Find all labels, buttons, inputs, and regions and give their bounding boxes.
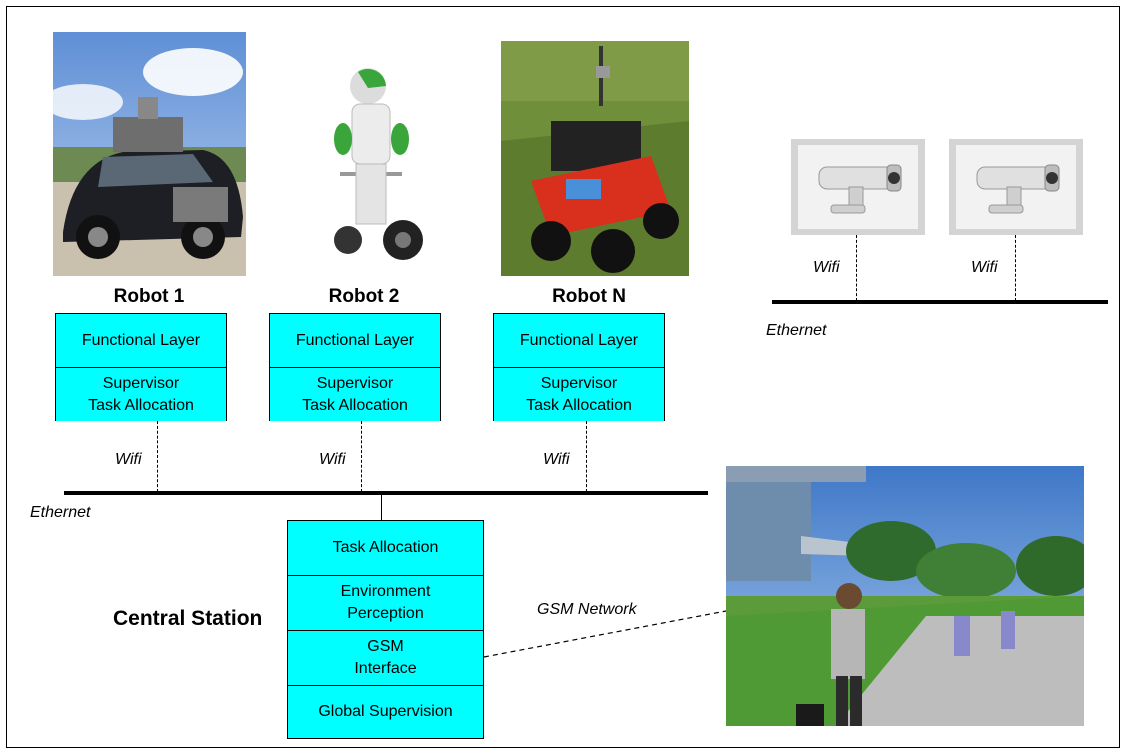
gsm-network-label: GSM Network bbox=[537, 601, 637, 618]
robot-2-wifi-label: Wifi bbox=[319, 451, 346, 468]
robot-1-photo bbox=[53, 32, 246, 276]
camera-1-photo bbox=[791, 139, 925, 235]
robot-2-title: Robot 2 bbox=[328, 286, 400, 307]
camera-1-wifi-link bbox=[856, 235, 857, 301]
robot-n-functional-layer: Functional Layer bbox=[494, 314, 664, 368]
robot-2-layer-stack: Functional Layer Supervisor Task Allocat… bbox=[269, 313, 441, 421]
robot-n-title: Robot N bbox=[552, 286, 626, 307]
street-scene-photo bbox=[726, 466, 1084, 726]
central-station-link bbox=[381, 495, 382, 521]
camera-2-wifi-label: Wifi bbox=[971, 259, 998, 276]
robot-2-photo bbox=[318, 64, 423, 264]
central-environment-perception: Environment Perception bbox=[288, 576, 483, 631]
robot-1-wifi-label: Wifi bbox=[115, 451, 142, 468]
robot-1-layer-stack: Functional Layer Supervisor Task Allocat… bbox=[55, 313, 227, 421]
central-station-stack: Task Allocation Environment Perception G… bbox=[287, 520, 484, 739]
robot-1-functional-layer: Functional Layer bbox=[56, 314, 226, 368]
ethernet-bus-main bbox=[64, 491, 708, 495]
robot-n-wifi-label: Wifi bbox=[543, 451, 570, 468]
camera-2-photo bbox=[949, 139, 1083, 235]
ethernet-label-main: Ethernet bbox=[30, 504, 91, 521]
robot-2-wifi-link bbox=[361, 421, 362, 492]
robot-1-title: Robot 1 bbox=[113, 286, 185, 307]
camera-1-wifi-label: Wifi bbox=[813, 259, 840, 276]
camera-2-wifi-link bbox=[1015, 235, 1016, 301]
robot-1-wifi-link bbox=[157, 421, 158, 492]
robot-2-supervisor-layer: Supervisor Task Allocation bbox=[270, 368, 440, 421]
central-task-allocation: Task Allocation bbox=[288, 521, 483, 576]
robot-1-supervisor-layer: Supervisor Task Allocation bbox=[56, 368, 226, 421]
ethernet-bus-cameras bbox=[772, 300, 1108, 304]
central-station-label: Central Station bbox=[113, 607, 263, 630]
ethernet-label-cameras: Ethernet bbox=[766, 322, 827, 339]
robot-n-photo bbox=[501, 41, 689, 276]
robot-2-functional-layer: Functional Layer bbox=[270, 314, 440, 368]
central-global-supervision: Global Supervision bbox=[288, 686, 483, 738]
central-gsm-interface: GSM Interface bbox=[288, 631, 483, 686]
robot-n-supervisor-layer: Supervisor Task Allocation bbox=[494, 368, 664, 421]
robot-n-wifi-link bbox=[586, 421, 587, 492]
robot-n-layer-stack: Functional Layer Supervisor Task Allocat… bbox=[493, 313, 665, 421]
